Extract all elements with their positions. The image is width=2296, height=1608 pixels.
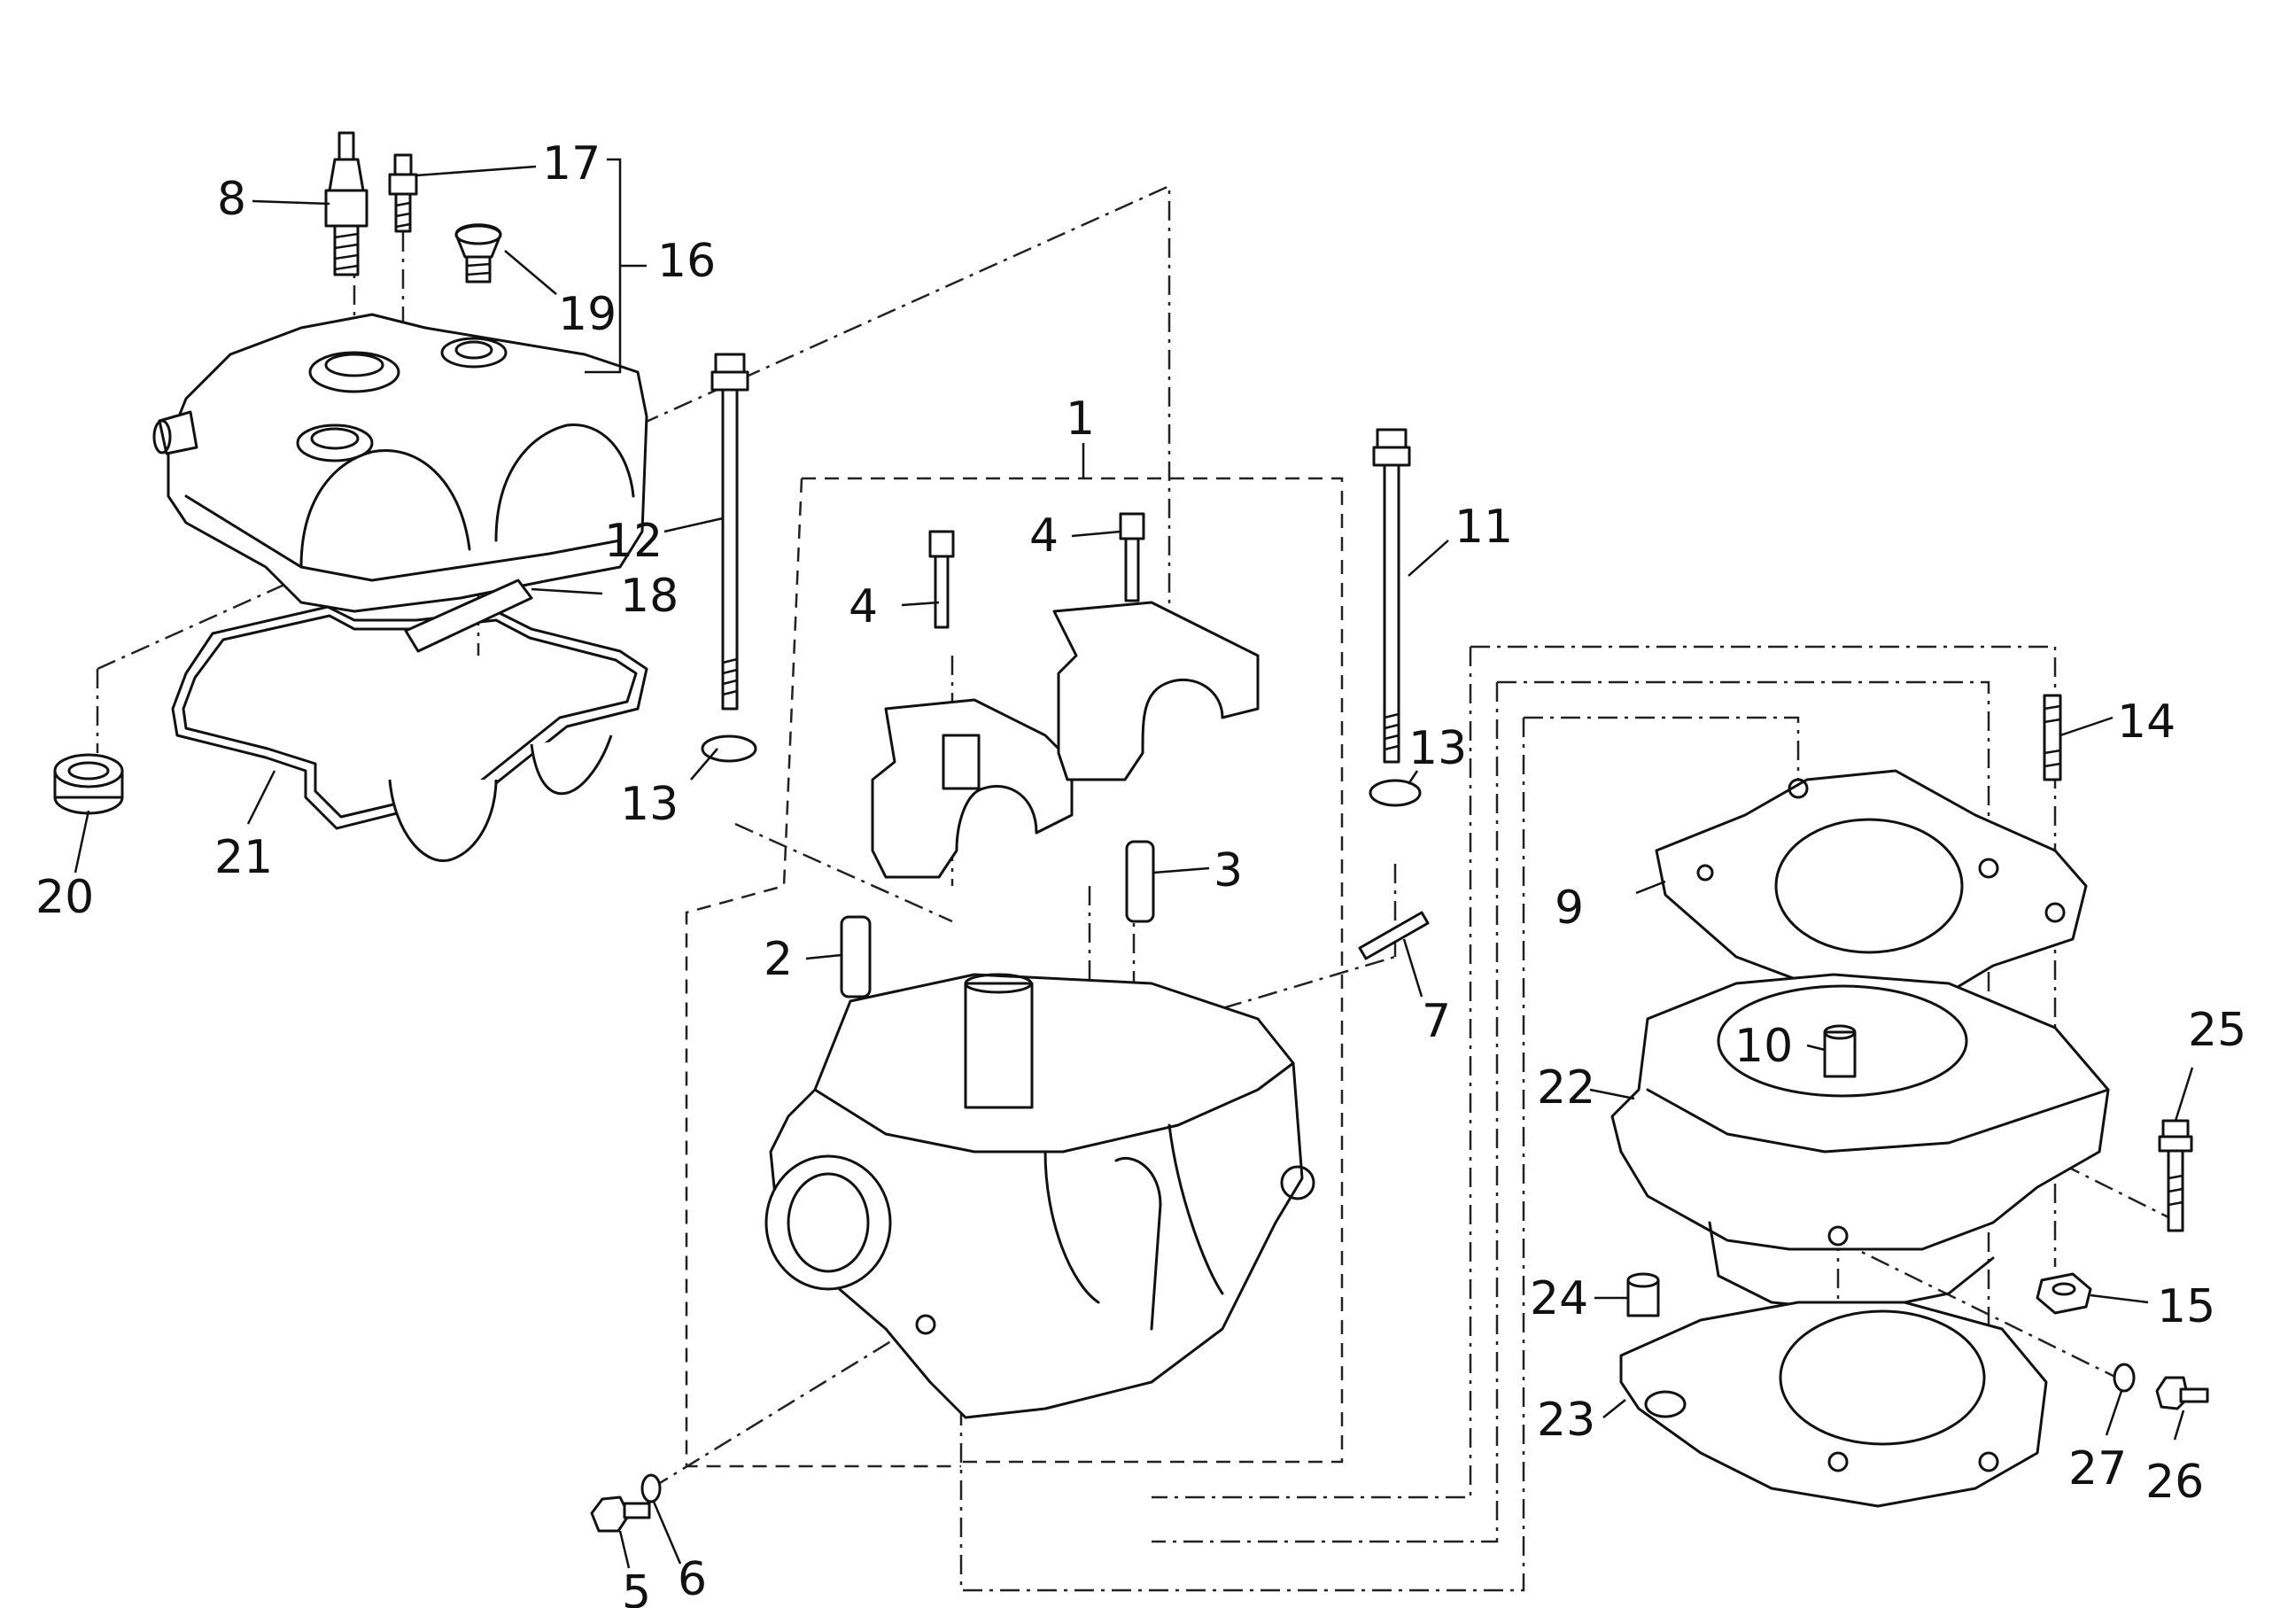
valve-cover bbox=[152, 313, 648, 613]
callout-9: 9 bbox=[1555, 882, 1584, 935]
callout-16: 16 bbox=[657, 235, 716, 288]
washer-13b bbox=[1369, 779, 1422, 807]
callout-15: 15 bbox=[2157, 1280, 2215, 1333]
callout-3: 3 bbox=[1214, 844, 1243, 897]
nut-15 bbox=[2036, 1272, 2092, 1315]
callout-25: 25 bbox=[2188, 1004, 2246, 1057]
callout-22: 22 bbox=[1537, 1061, 1595, 1115]
callout-12: 12 bbox=[604, 515, 663, 568]
callout-27: 27 bbox=[2068, 1442, 2127, 1495]
callout-4-right: 4 bbox=[1029, 509, 1059, 563]
grommet bbox=[454, 223, 502, 284]
valve-cover-gasket bbox=[171, 605, 648, 862]
cylinder-base-gasket bbox=[1619, 1301, 2048, 1508]
callout-8: 8 bbox=[217, 173, 246, 226]
washer-27 bbox=[2113, 1363, 2136, 1393]
callout-13-left: 13 bbox=[620, 778, 679, 831]
plate bbox=[404, 579, 533, 653]
callout-6: 6 bbox=[678, 1553, 707, 1606]
washer-6 bbox=[640, 1473, 662, 1503]
washer-13a bbox=[701, 734, 757, 763]
callout-23: 23 bbox=[1537, 1394, 1595, 1447]
callout-11: 11 bbox=[1454, 501, 1513, 554]
spark-plug bbox=[324, 131, 368, 276]
callout-numbers: 1 2 3 4 4 5 6 7 8 9 10 11 12 13 13 14 15… bbox=[35, 137, 2246, 1608]
bolt-5 bbox=[590, 1495, 651, 1533]
callout-18: 18 bbox=[620, 570, 679, 623]
callout-17: 17 bbox=[542, 137, 601, 190]
callout-19: 19 bbox=[558, 288, 617, 341]
callout-20: 20 bbox=[35, 871, 94, 924]
valve-guide-3 bbox=[1125, 840, 1155, 923]
callout-5: 5 bbox=[622, 1566, 651, 1608]
stud-bolt-12 bbox=[710, 353, 749, 711]
callout-1: 1 bbox=[1066, 392, 1095, 446]
callout-21: 21 bbox=[214, 831, 273, 884]
valve-guide-2 bbox=[840, 915, 872, 998]
bolt-25 bbox=[2158, 1119, 2193, 1232]
stud-7 bbox=[1358, 911, 1430, 960]
callout-13-right: 13 bbox=[1408, 722, 1467, 775]
stud-14 bbox=[2043, 694, 2062, 781]
cylinder-head-gasket bbox=[1655, 769, 2088, 1003]
callout-2: 2 bbox=[764, 933, 793, 986]
cylinder-head bbox=[764, 973, 1315, 1419]
cylinder-block bbox=[1610, 973, 2110, 1313]
callout-24: 24 bbox=[1530, 1272, 1588, 1325]
callout-7: 7 bbox=[1422, 995, 1451, 1048]
leader-lines bbox=[74, 158, 2194, 1569]
plug-seal bbox=[53, 753, 124, 815]
callout-10: 10 bbox=[1734, 1020, 1793, 1073]
callout-4-left: 4 bbox=[849, 580, 878, 633]
callout-14: 14 bbox=[2117, 695, 2176, 749]
stud-bolt-11 bbox=[1372, 428, 1411, 764]
bolt-26 bbox=[2155, 1376, 2209, 1410]
cover-bolt bbox=[388, 153, 418, 233]
cam-cap-left bbox=[871, 530, 1074, 879]
dowel-24 bbox=[1626, 1272, 1660, 1317]
cam-cap-right bbox=[1052, 512, 1260, 781]
callout-26: 26 bbox=[2145, 1456, 2204, 1509]
